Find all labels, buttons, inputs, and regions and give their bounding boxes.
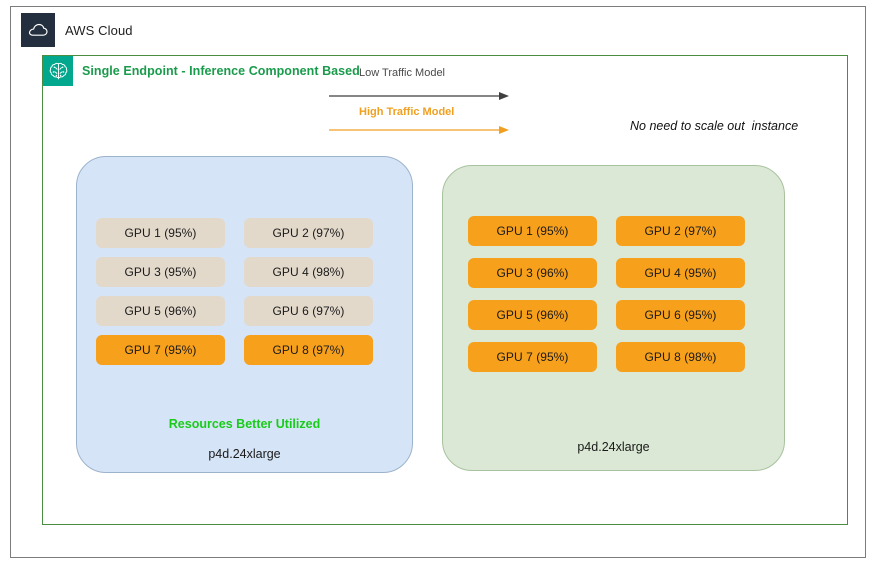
sagemaker-brain-icon [43, 56, 73, 86]
instance-type-caption-left: p4d.24xlarge [208, 447, 281, 461]
gpu-grid-left: GPU 1 (95%) GPU 2 (97%) GPU 3 (95%) GPU … [96, 218, 373, 365]
gpu-tile[interactable]: GPU 3 (96%) [468, 258, 597, 288]
aws-cloud-boundary: AWS Cloud [10, 6, 866, 558]
legend-high-traffic-label: High Traffic Model [359, 106, 455, 118]
gpu-tile[interactable]: GPU 1 (95%) [468, 216, 597, 246]
gpu-tile[interactable]: GPU 6 (97%) [244, 296, 373, 326]
gpu-tile[interactable]: GPU 2 (97%) [616, 216, 745, 246]
gpu-tile[interactable]: GPU 7 (95%) [468, 342, 597, 372]
gpu-tile[interactable]: GPU 2 (97%) [244, 218, 373, 248]
gpu-tile[interactable]: GPU 8 (97%) [244, 335, 373, 365]
legend-low-traffic-label: Low Traffic Model [359, 67, 446, 79]
gpu-tile[interactable]: GPU 5 (96%) [468, 300, 597, 330]
gpu-tile[interactable]: GPU 4 (98%) [244, 257, 373, 287]
endpoint-title: Single Endpoint - Inference Component Ba… [82, 64, 360, 78]
gpu-tile[interactable]: GPU 7 (95%) [96, 335, 225, 365]
aws-cloud-label: AWS Cloud [65, 23, 133, 38]
legend-high-traffic-arrow [329, 126, 509, 134]
gpu-tile[interactable]: GPU 1 (95%) [96, 218, 225, 248]
legend-low-traffic-arrow [329, 92, 509, 100]
gpu-tile[interactable]: GPU 4 (95%) [616, 258, 745, 288]
gpu-tile[interactable]: GPU 6 (95%) [616, 300, 745, 330]
gpu-grid-right: GPU 1 (95%) GPU 2 (97%) GPU 3 (96%) GPU … [468, 216, 745, 372]
resources-utilized-note: Resources Better Utilized [168, 417, 321, 431]
instance-panel-left: GPU 1 (95%) GPU 2 (97%) GPU 3 (95%) GPU … [76, 156, 413, 473]
cloud-icon [21, 13, 55, 47]
instance-panel-right: GPU 1 (95%) GPU 2 (97%) GPU 3 (96%) GPU … [442, 165, 785, 471]
scale-out-annotation: No need to scale out instance [630, 119, 799, 133]
gpu-tile[interactable]: GPU 3 (95%) [96, 257, 225, 287]
gpu-tile[interactable]: GPU 5 (96%) [96, 296, 225, 326]
instance-type-caption-right: p4d.24xlarge [577, 440, 650, 454]
gpu-tile[interactable]: GPU 8 (98%) [616, 342, 745, 372]
